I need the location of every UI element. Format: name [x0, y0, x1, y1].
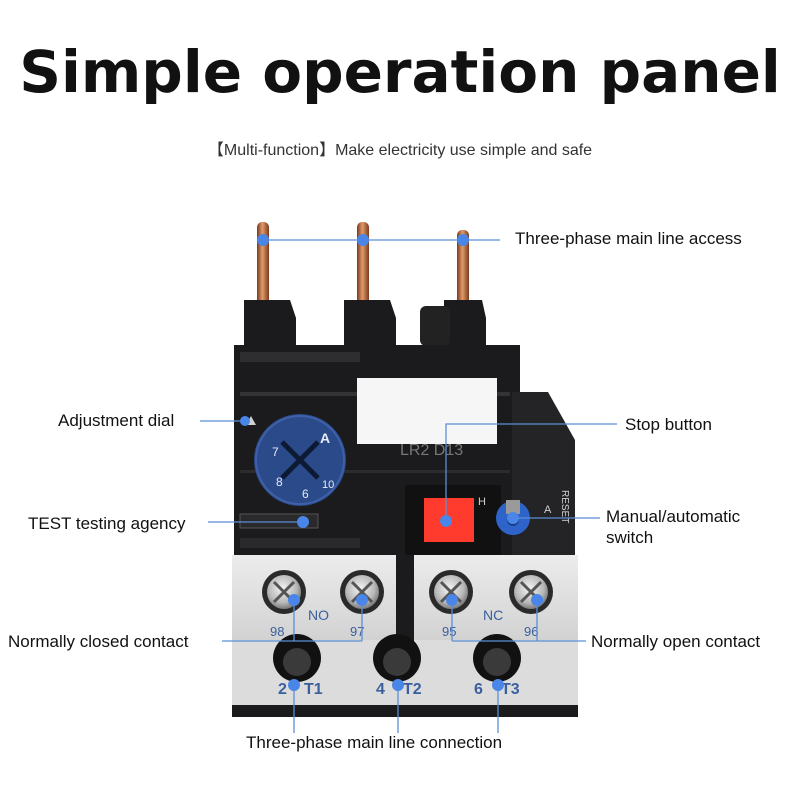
screw-terminal-icon[interactable] — [340, 570, 384, 614]
callout-line-stop — [445, 423, 617, 521]
callout-stop-button: Stop button — [625, 415, 712, 434]
side-housing — [512, 392, 575, 560]
dial-mark-6: 6 — [302, 487, 309, 501]
test-track — [240, 538, 360, 548]
copper-pin-3 — [457, 230, 469, 310]
page-title: Simple operation panel — [19, 38, 781, 106]
nc-label: NC — [483, 607, 503, 623]
terminal-98: 98 — [270, 624, 284, 639]
callout-manual-auto-line1: Manual/automatic — [606, 507, 741, 526]
adjustment-dial-icon: A 7 8 6 10 — [246, 414, 346, 506]
switch-label-a: A — [544, 504, 552, 516]
callout-adjustment-dial: Adjustment dial — [58, 411, 175, 430]
callout-dots — [240, 234, 543, 691]
model-label-text: LR2 D13 — [400, 442, 463, 459]
screw-terminal-icon[interactable] — [262, 570, 306, 614]
terminal-2: 2 — [278, 681, 287, 698]
dial-mark-10: 10 — [322, 479, 334, 491]
model-label-plate — [357, 378, 497, 444]
callout-lines — [200, 239, 617, 733]
terminal-t3: T3 — [501, 681, 520, 698]
terminal-97: 97 — [350, 624, 364, 639]
callout-nc-contact: Normally closed contact — [8, 632, 189, 651]
callout-test-agency: TEST testing agency — [28, 514, 186, 533]
screw-terminal-icon[interactable] — [509, 570, 553, 614]
terminal-96: 96 — [524, 624, 538, 639]
dial-mark-a: A — [320, 430, 330, 446]
terminal-t1: T1 — [304, 681, 323, 698]
dial-mark-7: 7 — [272, 445, 279, 459]
callout-three-phase-access: Three-phase main line access — [515, 229, 742, 248]
dial-mark-8: 8 — [276, 475, 283, 489]
terminal-6: 6 — [474, 681, 483, 698]
terminal-4: 4 — [376, 681, 385, 698]
terminal-t2: T2 — [403, 681, 422, 698]
clamp-knob — [420, 306, 450, 346]
switch-label-h: H — [478, 496, 486, 508]
lower-terminals — [273, 634, 521, 682]
screw-terminal-icon[interactable] — [429, 570, 473, 614]
callout-manual-auto-line2: switch — [606, 528, 654, 547]
page-subtitle: 【Multi-function】Make electricity use sim… — [207, 142, 593, 159]
reset-label: RESET — [559, 490, 570, 523]
callout-main-connection: Three-phase main line connection — [246, 733, 503, 752]
no-label: NO — [308, 607, 329, 623]
callout-no-contact: Normally open contact — [591, 632, 761, 651]
terminal-95: 95 — [442, 624, 456, 639]
